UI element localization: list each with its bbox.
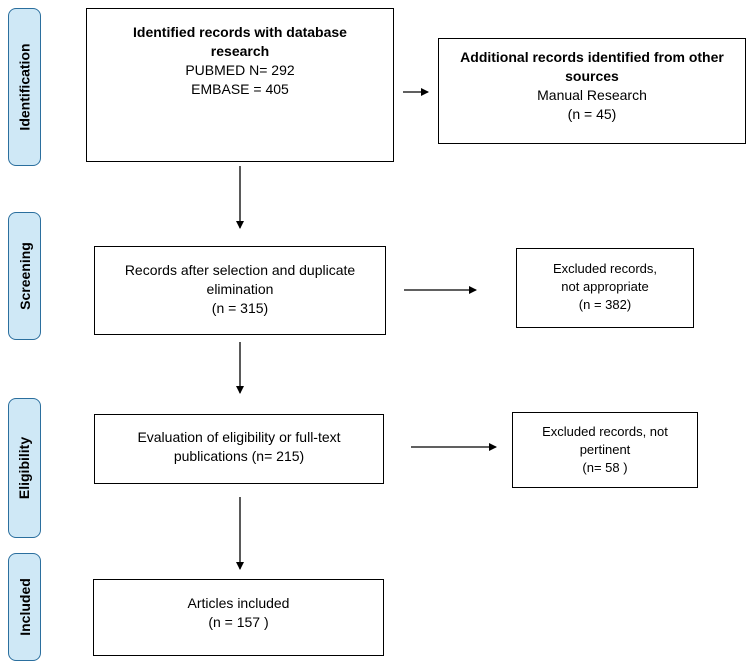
phase-included: Included (8, 553, 41, 661)
excluded-not-appropriate-box: Excluded records, not appropriate (n = 3… (516, 248, 694, 328)
eligibility-evaluation-box: Evaluation of eligibility or full-text p… (94, 414, 384, 484)
additional-title-line1: Additional records identified from other (460, 49, 724, 65)
excluded-appropriate-line2: not appropriate (561, 279, 649, 294)
excluded-appropriate-line1: Excluded records, (552, 261, 658, 276)
after-selection-line2: elimination (206, 281, 274, 297)
identified-records-box: Identified records with database researc… (86, 8, 394, 162)
after-selection-line1: Records after selection and duplicate (124, 262, 356, 278)
phase-eligibility: Eligibility (8, 398, 41, 538)
excluded-pertinent-count: (n= 58 ) (582, 460, 628, 475)
identified-pubmed: PUBMED N= 292 (185, 62, 295, 78)
after-selection-count: (n = 315) (211, 300, 269, 316)
additional-title-line2: sources (565, 68, 619, 84)
additional-count: (n = 45) (567, 106, 617, 122)
records-after-selection-box: Records after selection and duplicate el… (94, 246, 386, 335)
excluded-not-pertinent-box: Excluded records, not pertinent (n= 58 ) (512, 412, 698, 488)
excluded-appropriate-count: (n = 382) (578, 297, 632, 312)
excluded-pertinent-line1: Excluded records, not (542, 424, 668, 439)
additional-records-box: Additional records identified from other… (438, 38, 746, 144)
eligibility-line1: Evaluation of eligibility or full-text (137, 429, 341, 445)
included-count: (n = 157 ) (208, 614, 269, 630)
included-line1: Articles included (187, 595, 290, 611)
phase-screening: Screening (8, 212, 41, 340)
eligibility-line2: publications (n= 215) (173, 448, 305, 464)
excluded-pertinent-line2: pertinent (579, 442, 631, 457)
identified-title-line2: research (210, 43, 270, 59)
identified-embase: EMBASE = 405 (191, 81, 289, 97)
identified-title-line1: Identified records with database (133, 24, 347, 40)
additional-manual: Manual Research (537, 87, 647, 103)
phase-identification: Identification (8, 8, 41, 166)
articles-included-box: Articles included (n = 157 ) (93, 579, 384, 656)
